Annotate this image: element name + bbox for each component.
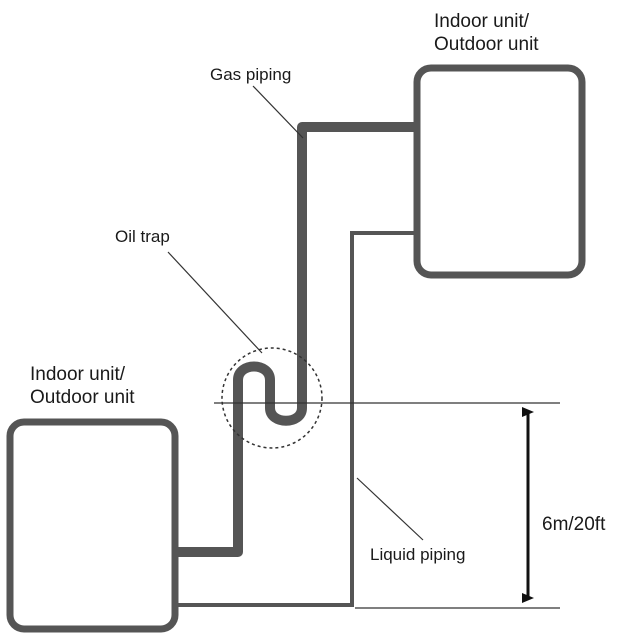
lower-unit-label-line2: Outdoor unit	[30, 387, 135, 408]
liquid-piping-leader	[356, 477, 424, 541]
upper-unit-box	[413, 64, 586, 279]
height-label: 6m/20ft	[542, 514, 606, 535]
gas-piping-line	[178, 122, 418, 557]
upper-unit-label-line2: Outdoor unit	[434, 34, 539, 55]
oil-trap-label: Oil trap	[115, 227, 170, 246]
gas-piping-leader	[252, 85, 304, 139]
upper-unit-label-line1: Indoor unit/	[434, 11, 530, 32]
oil-trap-circle	[221, 347, 323, 449]
oil-trap-leader	[167, 251, 263, 354]
lower-unit-label-line1: Indoor unit/	[30, 364, 126, 385]
lower-unit-box	[6, 418, 179, 633]
liquid-piping-line	[178, 231, 418, 607]
liquid-piping-label: Liquid piping	[370, 545, 465, 564]
gas-piping-label: Gas piping	[210, 65, 291, 84]
